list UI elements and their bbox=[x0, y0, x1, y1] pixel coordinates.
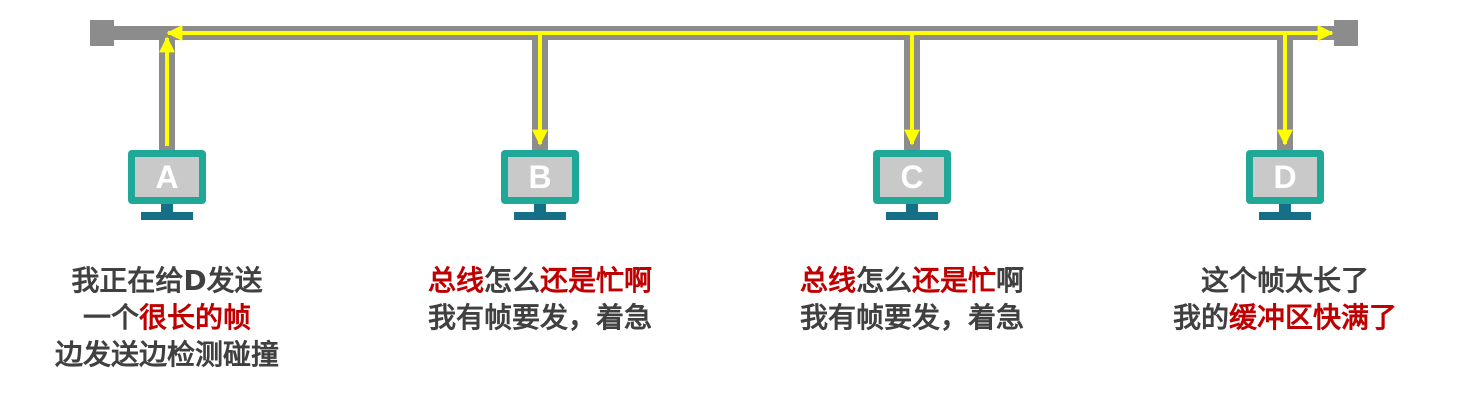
caption-line: 我正在给D发送 bbox=[0, 262, 347, 299]
caption-text: 我有帧要发，着急 bbox=[799, 301, 1024, 334]
caption-highlight: 还是忙 bbox=[912, 264, 997, 297]
caption-text: 边发送边检测碰撞 bbox=[54, 338, 279, 371]
station-letter: D bbox=[1253, 157, 1317, 197]
monitor-base bbox=[141, 212, 193, 220]
caption-text: 啊 bbox=[996, 264, 1025, 297]
caption-line: 我有帧要发，着急 bbox=[360, 299, 720, 336]
computer-icon: B bbox=[501, 150, 579, 204]
caption-c: 总线怎么还是忙啊 我有帧要发，着急 bbox=[732, 262, 1092, 336]
caption-text: 一个 bbox=[82, 301, 139, 334]
computer-icon: A bbox=[128, 150, 206, 204]
caption-line: 边发送边检测碰撞 bbox=[0, 336, 347, 373]
caption-line: 一个很长的帧 bbox=[0, 299, 347, 336]
caption-highlight: 总线 bbox=[427, 264, 484, 297]
caption-line: 我的缓冲区快满了 bbox=[1105, 299, 1465, 336]
caption-text: 怎么 bbox=[483, 264, 540, 297]
caption-line: 我有帧要发，着急 bbox=[732, 299, 1092, 336]
monitor-stand bbox=[906, 204, 918, 212]
caption-line: 总线怎么还是忙啊 bbox=[360, 262, 720, 299]
caption-text: 我正在给D发送 bbox=[71, 264, 263, 297]
caption-line: 总线怎么还是忙啊 bbox=[732, 262, 1092, 299]
caption-highlight: 总线 bbox=[799, 264, 856, 297]
caption-highlight: 很长的帧 bbox=[139, 301, 252, 334]
monitor-base bbox=[514, 212, 566, 220]
caption-b: 总线怎么还是忙啊 我有帧要发，着急 bbox=[360, 262, 720, 336]
caption-text: 我的 bbox=[1172, 301, 1229, 334]
monitor-base bbox=[886, 212, 938, 220]
caption-d: 这个帧太长了 我的缓冲区快满了 bbox=[1105, 262, 1465, 336]
caption-line: 这个帧太长了 bbox=[1105, 262, 1465, 299]
monitor-base bbox=[1259, 212, 1311, 220]
station-letter: B bbox=[508, 157, 572, 197]
station-letter: A bbox=[135, 157, 199, 197]
caption-highlight: 还是忙啊 bbox=[540, 264, 653, 297]
caption-text: 怎么 bbox=[855, 264, 912, 297]
caption-text: 我有帧要发，着急 bbox=[427, 301, 652, 334]
computer-icon: C bbox=[873, 150, 951, 204]
caption-highlight: 缓冲区快满了 bbox=[1229, 301, 1398, 334]
monitor-stand bbox=[534, 204, 546, 212]
station-letter: C bbox=[880, 157, 944, 197]
computer-icon: D bbox=[1246, 150, 1324, 204]
caption-a: 我正在给D发送 一个很长的帧 边发送边检测碰撞 bbox=[0, 262, 347, 373]
monitor-stand bbox=[161, 204, 173, 212]
caption-text: 这个帧太长了 bbox=[1200, 264, 1369, 297]
monitor-stand bbox=[1279, 204, 1291, 212]
